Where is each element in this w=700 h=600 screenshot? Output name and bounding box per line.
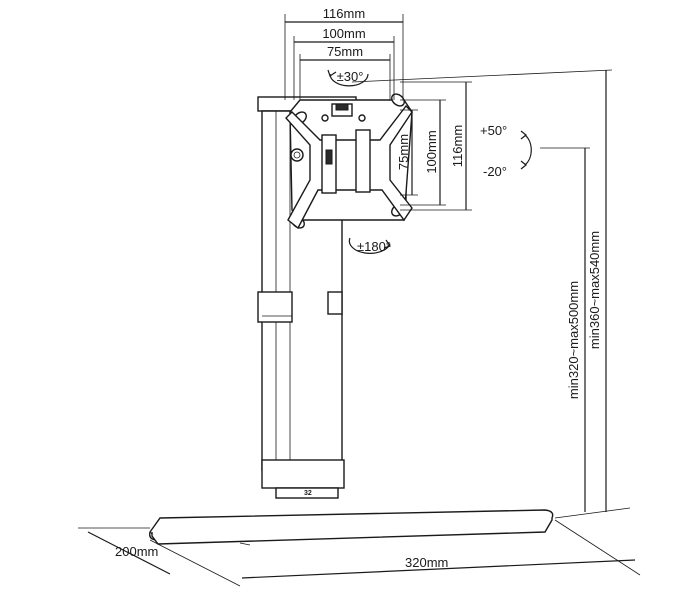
tilt-indicator: +50° -20° xyxy=(480,123,532,179)
height-outer-range: min360~max540mm xyxy=(587,231,602,349)
base-dimensions: 200mm 320mm xyxy=(78,519,641,587)
tilt-up-angle: +50° xyxy=(480,123,507,138)
height-inner-range: min320~max500mm xyxy=(566,281,581,399)
swivel-angle: ±30° xyxy=(337,69,364,84)
swivel-indicator: ±30° xyxy=(327,69,369,87)
base-plate xyxy=(148,509,554,546)
dim-116-horizontal: 116mm xyxy=(323,6,365,21)
rotation-indicator: ±180° xyxy=(348,237,391,254)
dim-100-horizontal: 100mm xyxy=(322,26,365,41)
vesa-vertical-dimensions: 116mm 100mm 75mm xyxy=(396,81,472,211)
vesa-horizontal-dimensions: 116mm 100mm 75mm xyxy=(284,6,404,100)
vesa-plate xyxy=(285,93,413,230)
dim-116-vertical: 116mm xyxy=(450,125,465,167)
height-dimensions: min320~max500mm min360~max540mm xyxy=(351,69,631,519)
dim-75-horizontal: 75mm xyxy=(327,44,363,59)
dim-75-vertical: 75mm xyxy=(396,134,411,170)
dim-100-vertical: 100mm xyxy=(424,130,439,173)
base-width: 320mm xyxy=(405,555,448,570)
tilt-down-angle: -20° xyxy=(483,164,507,179)
rotation-angle: ±180° xyxy=(357,239,391,254)
column-label: 32 xyxy=(304,490,312,497)
base-depth: 200mm xyxy=(115,544,158,559)
